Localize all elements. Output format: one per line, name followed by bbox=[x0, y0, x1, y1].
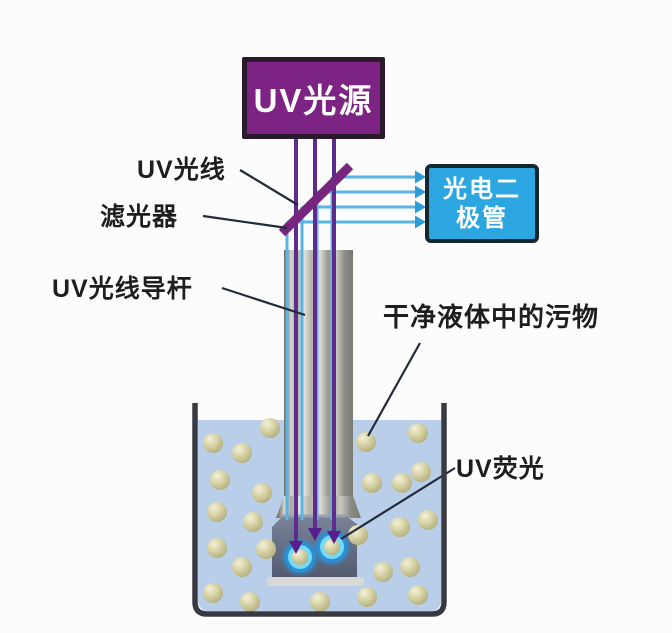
contaminant-particle bbox=[207, 502, 227, 522]
contaminant-particle bbox=[418, 510, 438, 530]
label-leader-line bbox=[221, 286, 306, 317]
contaminant-particle bbox=[390, 517, 410, 537]
contaminant-particle bbox=[357, 587, 377, 607]
filter-label: 滤光器 bbox=[100, 203, 179, 231]
contaminant-particle bbox=[210, 470, 230, 490]
contaminant-particle bbox=[232, 557, 252, 577]
contaminant-particle bbox=[207, 538, 227, 558]
contaminants-label: 干净液体中的污物 bbox=[383, 302, 600, 332]
container-walls bbox=[192, 403, 447, 617]
uv-ray-arrowhead bbox=[327, 531, 341, 544]
fluorescence-label: UV荧光 bbox=[456, 455, 545, 483]
photodiode-label-line1: 光电二 bbox=[443, 175, 521, 203]
blue-ray-arrowhead bbox=[415, 170, 426, 184]
contaminant-particle bbox=[400, 557, 420, 577]
label-leader-line bbox=[239, 169, 299, 206]
contaminant-particle bbox=[232, 443, 252, 463]
uv-source-box: UV光源 bbox=[242, 57, 385, 139]
contaminant-particle bbox=[310, 592, 330, 612]
contaminant-particle bbox=[260, 418, 280, 438]
filter-bar bbox=[278, 162, 354, 237]
contaminant-particle bbox=[373, 562, 393, 582]
contaminant-particle bbox=[243, 512, 263, 532]
sensing-block-base bbox=[267, 577, 364, 586]
contaminant-particle bbox=[203, 583, 223, 603]
label-leader-line bbox=[340, 467, 456, 540]
photodiode-label-line2: 极管 bbox=[456, 204, 508, 232]
uv-ray-arrowhead bbox=[289, 541, 303, 554]
fluorescing-particle bbox=[324, 539, 340, 555]
blue-ray-arrowhead bbox=[415, 185, 426, 199]
contaminant-particle bbox=[408, 585, 428, 605]
contaminant-particle bbox=[411, 462, 431, 482]
contaminant-particle bbox=[356, 432, 376, 452]
blue-ray-arrowhead bbox=[415, 215, 426, 229]
uv-ray-arrowhead bbox=[308, 528, 322, 541]
blue-ray-arrowhead bbox=[415, 200, 426, 214]
contaminant-particle bbox=[348, 525, 368, 545]
uv-source-label: UV光源 bbox=[253, 82, 374, 119]
light-guide-label: UV光线导杆 bbox=[52, 275, 193, 303]
contaminant-particle bbox=[256, 539, 276, 559]
label-leader-line bbox=[367, 342, 421, 437]
contaminant-particle bbox=[408, 423, 428, 443]
label-leader-line bbox=[202, 214, 288, 230]
contaminant-particle bbox=[392, 473, 412, 493]
fluorescing-particle bbox=[292, 549, 308, 565]
photodiode-box: 光电二 极管 bbox=[425, 164, 539, 243]
contaminant-particle bbox=[362, 473, 382, 493]
contaminant-particle bbox=[203, 433, 223, 453]
contaminant-particle bbox=[252, 483, 272, 503]
contaminant-particle bbox=[240, 592, 260, 612]
uv-rays-label: UV光线 bbox=[137, 156, 226, 184]
